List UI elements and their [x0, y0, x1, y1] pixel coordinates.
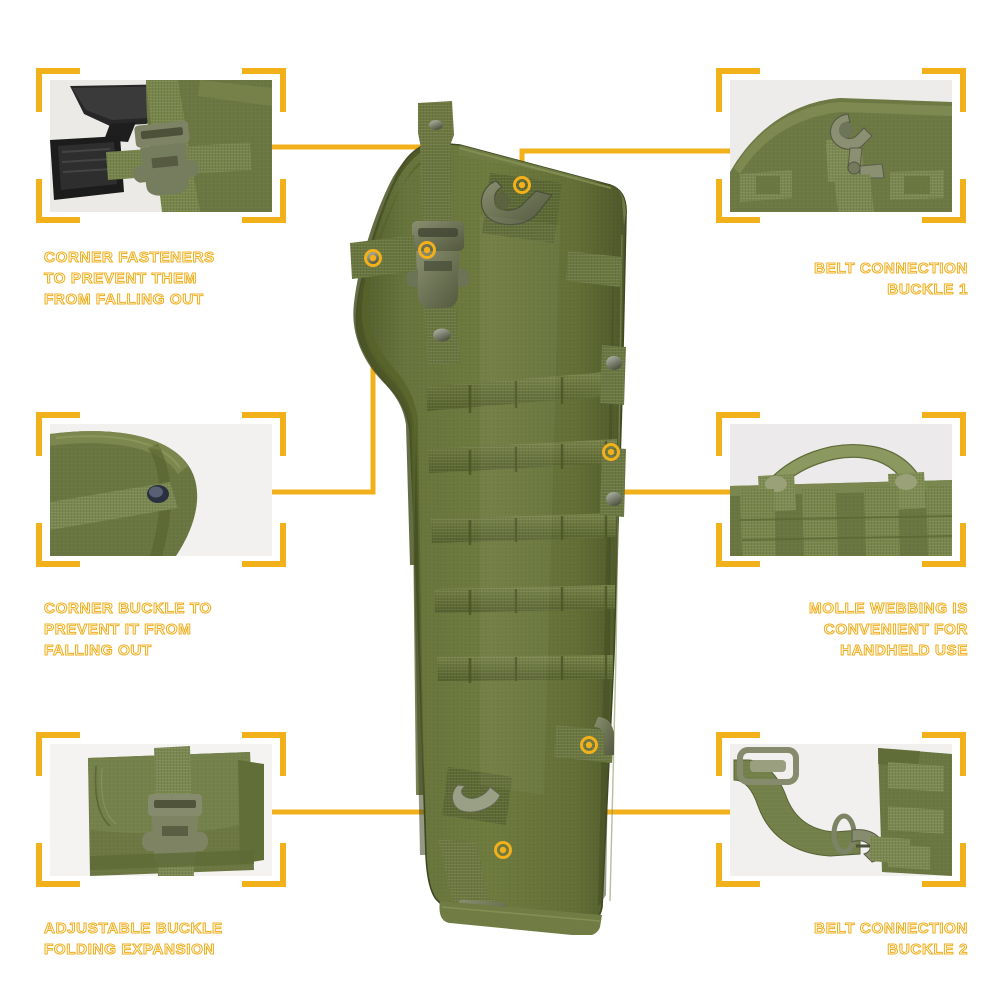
callout-molle-webbing[interactable]	[716, 412, 966, 567]
d-ring-hook-patch	[480, 173, 562, 243]
bracket-frame-icon	[36, 561, 80, 567]
callout-corner-buckle[interactable]	[36, 412, 286, 567]
bracket-frame-icon	[280, 523, 286, 567]
bracket-frame-icon	[242, 412, 286, 418]
bracket-frame-icon	[716, 179, 722, 223]
callout-label-adjustable-buckle: ADJUSTABLE BUCKLE FOLDING EXPANSION	[44, 920, 223, 959]
bracket-frame-icon	[242, 732, 286, 738]
top-strap-buckle-assembly	[406, 101, 470, 365]
bracket-frame-icon	[960, 523, 966, 567]
bracket-frame-icon	[280, 412, 286, 456]
callout-photo-molle-webbing	[730, 424, 952, 556]
right-side-tabs	[566, 251, 626, 517]
bracket-frame-icon	[242, 881, 286, 887]
bracket-frame-icon	[716, 68, 760, 74]
callout-photo-belt-buckle-1	[730, 80, 952, 212]
callout-label-molle-webbing: MOLLE WEBBING IS CONVENIENT FOR HANDHELD…	[809, 600, 968, 660]
bracket-frame-icon	[716, 843, 722, 887]
bracket-frame-icon	[960, 843, 966, 887]
bracket-frame-icon	[36, 881, 80, 887]
bracket-frame-icon	[36, 217, 80, 223]
bracket-frame-icon	[36, 412, 80, 418]
callout-photo-belt-buckle-2	[730, 744, 952, 876]
bracket-frame-icon	[716, 732, 760, 738]
bracket-frame-icon	[922, 881, 966, 887]
bracket-frame-icon	[280, 732, 286, 776]
target-marker-icon[interactable]	[416, 239, 438, 261]
bracket-frame-icon	[36, 732, 42, 776]
callout-label-corner-fasteners: CORNER FASTENERS TO PREVENT THEM FROM FA…	[44, 249, 215, 309]
bracket-frame-icon	[716, 412, 760, 418]
bracket-frame-icon	[922, 68, 966, 74]
bracket-frame-icon	[716, 68, 722, 112]
bracket-frame-icon	[242, 217, 286, 223]
bracket-frame-icon	[242, 561, 286, 567]
callout-belt-connection-buckle-1[interactable]	[716, 68, 966, 223]
target-marker-icon[interactable]	[492, 839, 514, 861]
product-image	[330, 95, 675, 935]
bracket-frame-icon	[922, 217, 966, 223]
callout-photo-corner-buckle	[50, 424, 272, 556]
bracket-frame-icon	[716, 523, 722, 567]
target-marker-icon[interactable]	[511, 174, 533, 196]
bracket-frame-icon	[36, 68, 42, 112]
bracket-frame-icon	[922, 412, 966, 418]
bracket-frame-icon	[960, 732, 966, 776]
bracket-frame-icon	[36, 843, 42, 887]
callout-adjustable-buckle[interactable]	[36, 732, 286, 887]
bracket-frame-icon	[36, 523, 42, 567]
bracket-frame-icon	[36, 732, 80, 738]
bracket-frame-icon	[922, 561, 966, 567]
bracket-frame-icon	[922, 732, 966, 738]
molle-webbing-rows	[426, 371, 618, 683]
bracket-frame-icon	[36, 68, 80, 74]
bracket-frame-icon	[716, 881, 760, 887]
callout-belt-connection-buckle-2[interactable]	[716, 732, 966, 887]
bracket-frame-icon	[716, 561, 760, 567]
lower-right-belt-tab	[554, 717, 614, 763]
callout-photo-adjustable-buckle	[50, 744, 272, 876]
bracket-frame-icon	[280, 68, 286, 112]
callout-corner-fasteners[interactable]	[36, 68, 286, 223]
bracket-frame-icon	[960, 412, 966, 456]
bracket-frame-icon	[36, 412, 42, 456]
bracket-frame-icon	[280, 843, 286, 887]
callout-label-belt-connection-buckle-1: BELT CONNECTION BUCKLE 1	[814, 260, 968, 299]
bracket-frame-icon	[716, 412, 722, 456]
bracket-frame-icon	[716, 217, 760, 223]
target-marker-icon[interactable]	[600, 441, 622, 463]
bracket-frame-icon	[960, 68, 966, 112]
target-marker-icon[interactable]	[578, 734, 600, 756]
target-marker-icon[interactable]	[362, 247, 384, 269]
bracket-frame-icon	[280, 179, 286, 223]
callout-label-belt-connection-buckle-2: BELT CONNECTION BUCKLE 2	[814, 920, 968, 959]
callout-photo-corner-fasteners	[50, 80, 272, 212]
lower-d-ring-patch	[442, 767, 512, 825]
bracket-frame-icon	[242, 68, 286, 74]
bracket-frame-icon	[36, 179, 42, 223]
bracket-frame-icon	[716, 732, 722, 776]
callout-label-corner-buckle: CORNER BUCKLE TO PREVENT IT FROM FALLING…	[44, 600, 212, 660]
bracket-frame-icon	[960, 179, 966, 223]
